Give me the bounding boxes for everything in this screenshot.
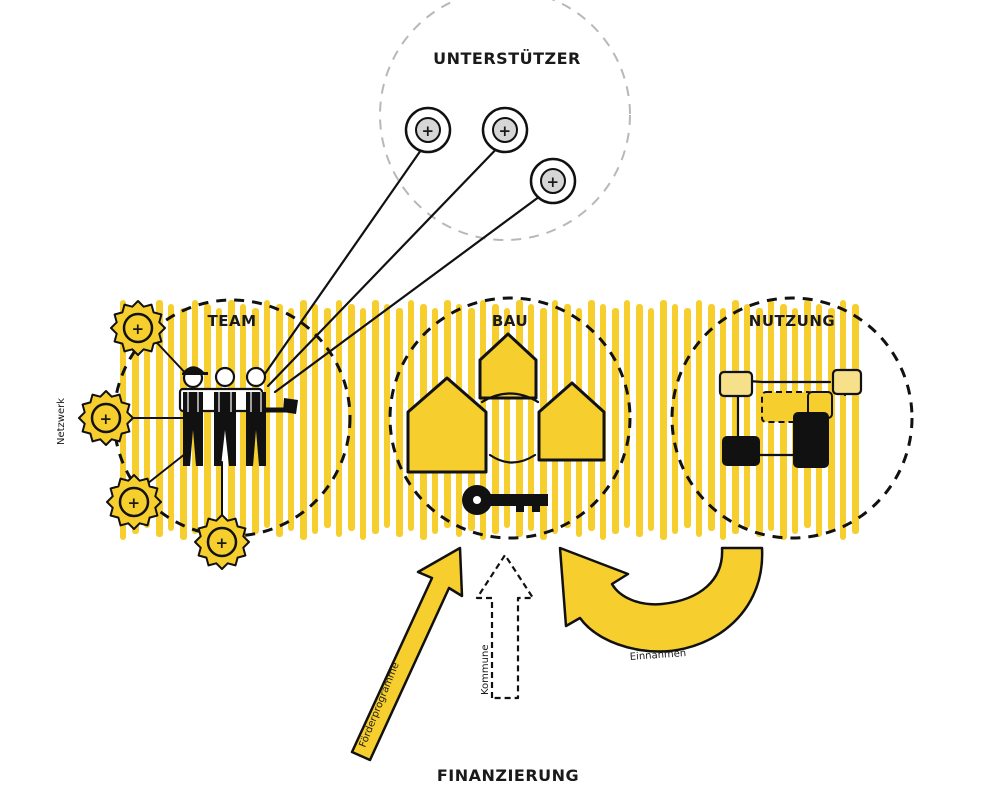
team-heading: TEAM [207,312,256,330]
stripe [204,304,211,528]
supporters-heading: UNTERSTÜTZER [433,49,581,68]
stripe [840,300,846,540]
house-icon [478,332,538,400]
network-gear-mark: + [131,320,144,338]
network-gear-mark: + [127,494,140,512]
stripe [384,304,390,528]
svg-text:+: + [546,173,559,191]
stripe [696,300,702,537]
stripe [300,300,307,540]
network-gear-mark: + [99,410,112,428]
funding-programs-arrow-icon: Förderprogramme [350,546,464,762]
network-label: Netzwerk [56,398,67,445]
income-label: Einnahmen [629,648,686,663]
supporter-plus-icon: + [529,157,577,205]
supporter-connection-lines [260,138,553,394]
use-heading: NUTZUNG [749,312,835,330]
stripe [360,308,366,540]
stripe [240,304,246,540]
stripe [636,304,643,537]
stripe [612,308,619,534]
key-icon [462,485,548,515]
stripe [624,300,630,528]
people-icon [178,366,298,466]
stripe [372,300,379,534]
supporter-group-circle [379,0,631,241]
municipality-arrow-icon: Kommune [475,553,535,700]
stripe [720,308,726,540]
network-gear-icon: + [78,390,134,446]
stripe [396,308,403,537]
house-icon [406,376,488,474]
build-circle [388,296,632,540]
supporter-plus-icon: + [481,106,529,154]
build-heading: BAU [492,312,528,330]
stripe [684,308,691,528]
stripe [852,304,859,534]
network-gear-icon: + [194,514,250,570]
financing-heading: FINANZIERUNG [437,766,579,785]
svg-text:+: + [498,122,511,140]
stripe [348,304,355,531]
stripe [708,304,715,531]
build-inner-ring [480,392,540,464]
stripe [828,308,835,531]
stripe [288,308,294,531]
municipality-label: Kommune [480,645,491,696]
stripe [744,304,750,528]
stripe [660,300,667,540]
income-arrow-icon: Einnahmen [558,546,764,663]
stripe [672,304,678,534]
use-circle [670,296,914,540]
stripe [732,300,739,534]
stripe [264,300,270,528]
stripe [756,308,763,537]
stripe [648,308,654,531]
stripe [336,300,342,537]
supporter-plus-icon: + [404,106,452,154]
network-gear-icon: + [106,474,162,530]
stripe [276,304,283,537]
network-gear-icon: + [110,300,166,356]
svg-text:+: + [421,122,434,140]
blocks-icon [718,368,863,468]
stripe [324,308,331,528]
network-gear-mark: + [215,534,228,552]
house-icon [537,381,606,462]
